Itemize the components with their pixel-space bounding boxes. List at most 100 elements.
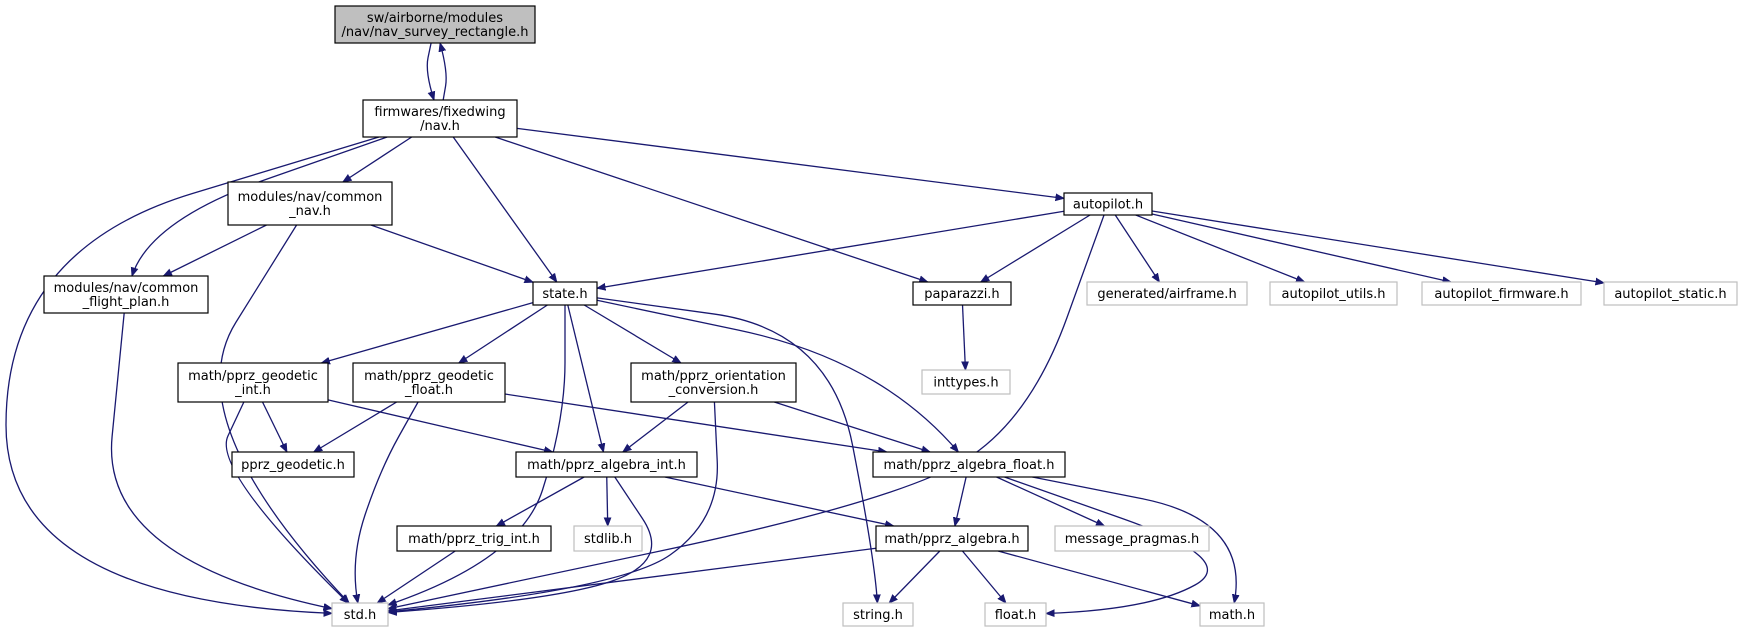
node-trig_int[interactable]: math/pprz_trig_int.h (396, 525, 552, 552)
node-label-orient: _conversion.h (668, 383, 759, 398)
node-box-root (334, 5, 536, 44)
node-string[interactable]: string.h (842, 602, 914, 627)
node-common_nav[interactable]: modules/nav/common_nav.h (227, 181, 393, 226)
node-label-trig_int: math/pprz_trig_int.h (408, 532, 540, 547)
node-label-orient: math/pprz_orientation (641, 369, 786, 384)
node-label-alg_int: math/pprz_algebra_int.h (527, 458, 686, 473)
edge-alg-to-std (388, 547, 877, 611)
node-label-paparazzi: paparazzi.h (924, 287, 999, 302)
edge-paparazzi-to-inttypes (963, 304, 966, 370)
edge-nav-to-autopilot (516, 127, 1064, 198)
node-label-std: std.h (344, 608, 377, 623)
node-label-common_nav: _nav.h (288, 204, 331, 219)
edge-root-to-nav (426, 42, 434, 100)
node-label-math: math.h (1209, 608, 1255, 623)
node-label-root: /nav/nav_survey_rectangle.h (341, 25, 528, 40)
node-label-inttypes: inttypes.h (933, 376, 998, 391)
node-paparazzi[interactable]: paparazzi.h (912, 281, 1012, 306)
node-box-alg (875, 525, 1029, 552)
edge-state-to-alg_int (567, 304, 604, 452)
node-label-geo_int: math/pprz_geodetic (188, 369, 318, 384)
node-label-nav: /nav.h (420, 119, 460, 134)
node-box-common_nav (227, 181, 393, 226)
edge-alg_float-to-math (1032, 476, 1236, 603)
edge-flight_plan-to-std (110, 312, 332, 609)
node-flight_plan[interactable]: modules/nav/common_flight_plan.h (43, 275, 209, 314)
node-nav[interactable]: firmwares/fixedwing/nav.h (362, 99, 518, 138)
node-alg[interactable]: math/pprz_algebra.h (875, 525, 1029, 552)
node-label-nav: firmwares/fixedwing (374, 105, 505, 120)
node-autopilot[interactable]: autopilot.h (1063, 192, 1153, 216)
node-label-flight_plan: modules/nav/common (54, 281, 199, 296)
node-label-msg_pragmas: message_pragmas.h (1065, 532, 1200, 547)
edge-orient-to-alg_int (623, 401, 689, 452)
edge-state-to-orient (583, 304, 681, 363)
edge-nav-to-common_nav (343, 136, 413, 182)
node-label-alg: math/pprz_algebra.h (884, 532, 1019, 547)
edge-nav-to-state (452, 136, 557, 282)
node-std[interactable]: std.h (331, 602, 389, 627)
node-label-ap_utils: autopilot_utils.h (1282, 287, 1386, 302)
node-geo_float[interactable]: math/pprz_geodetic_float.h (352, 362, 506, 403)
node-gen_airframe[interactable]: generated/airframe.h (1086, 281, 1248, 306)
edge-alg-to-string (889, 550, 941, 603)
edge-alg_float-to-msg_pragmas (996, 476, 1105, 527)
node-label-stdlib: stdlib.h (584, 532, 632, 547)
node-box-alg_int (515, 451, 698, 478)
node-label-geo_float: math/pprz_geodetic (364, 369, 494, 384)
node-box-gen_airframe (1086, 281, 1248, 306)
edge-nav-to-root (440, 43, 447, 101)
node-stdlib[interactable]: stdlib.h (573, 525, 643, 552)
edge-trig_int-to-std (377, 550, 456, 603)
node-ap_static[interactable]: autopilot_static.h (1603, 281, 1738, 306)
node-ap_utils[interactable]: autopilot_utils.h (1269, 281, 1398, 306)
node-msg_pragmas[interactable]: message_pragmas.h (1054, 525, 1210, 552)
node-geo_int[interactable]: math/pprz_geodetic_int.h (177, 362, 329, 403)
edge-common_nav-to-std (219, 224, 349, 603)
edge-autopilot-to-ap_utils (1135, 214, 1305, 283)
edge-state-to-geo_float (459, 304, 548, 363)
edge-autopilot-to-ap_firmware (1151, 213, 1451, 282)
edge-orient-to-alg_float (774, 401, 930, 452)
node-box-paparazzi (912, 281, 1012, 306)
edge-alg_float-to-alg (955, 476, 967, 526)
node-label-alg_float: math/pprz_algebra_float.h (884, 458, 1055, 473)
node-pprz_geodetic[interactable]: pprz_geodetic.h (231, 451, 355, 478)
node-box-float (984, 602, 1047, 627)
node-orient[interactable]: math/pprz_orientation_conversion.h (630, 362, 797, 403)
nodes: sw/airborne/modules/nav/nav_survey_recta… (43, 5, 1738, 627)
node-box-geo_float (352, 362, 506, 403)
edge-alg_int-to-alg (664, 476, 894, 526)
edge-autopilot-to-gen_airframe (1114, 214, 1159, 282)
node-box-ap_firmware (1421, 281, 1582, 306)
edge-state-to-geo_int (321, 302, 534, 363)
node-label-autopilot: autopilot.h (1073, 198, 1143, 213)
edge-autopilot-to-ap_static (1151, 210, 1604, 283)
node-label-ap_firmware: autopilot_firmware.h (1434, 287, 1568, 302)
node-root[interactable]: sw/airborne/modules/nav/nav_survey_recta… (334, 5, 536, 44)
edge-alg_int-to-std (388, 476, 653, 612)
node-box-trig_int (396, 525, 552, 552)
node-box-autopilot (1063, 192, 1153, 216)
edge-geo_float-to-alg_float (504, 393, 887, 452)
node-box-math (1199, 602, 1265, 627)
edge-common_nav-to-state (370, 224, 533, 282)
node-ap_firmware[interactable]: autopilot_firmware.h (1421, 281, 1582, 306)
node-box-ap_static (1603, 281, 1738, 306)
node-label-common_nav: modules/nav/common (238, 190, 383, 205)
node-box-std (331, 602, 389, 627)
node-state[interactable]: state.h (532, 281, 598, 306)
node-alg_float[interactable]: math/pprz_algebra_float.h (872, 451, 1066, 478)
node-alg_int[interactable]: math/pprz_algebra_int.h (515, 451, 698, 478)
node-box-pprz_geodetic (231, 451, 355, 478)
node-label-root: sw/airborne/modules (367, 11, 503, 26)
edge-alg-to-math (997, 550, 1200, 606)
node-float[interactable]: float.h (984, 602, 1047, 627)
node-box-alg_float (872, 451, 1066, 478)
node-label-ap_static: autopilot_static.h (1614, 287, 1726, 302)
node-label-string: string.h (853, 608, 903, 623)
node-math[interactable]: math.h (1199, 602, 1265, 627)
node-inttypes[interactable]: inttypes.h (921, 369, 1011, 395)
node-box-string (842, 602, 914, 627)
edge-state-to-alg_float (596, 299, 958, 452)
